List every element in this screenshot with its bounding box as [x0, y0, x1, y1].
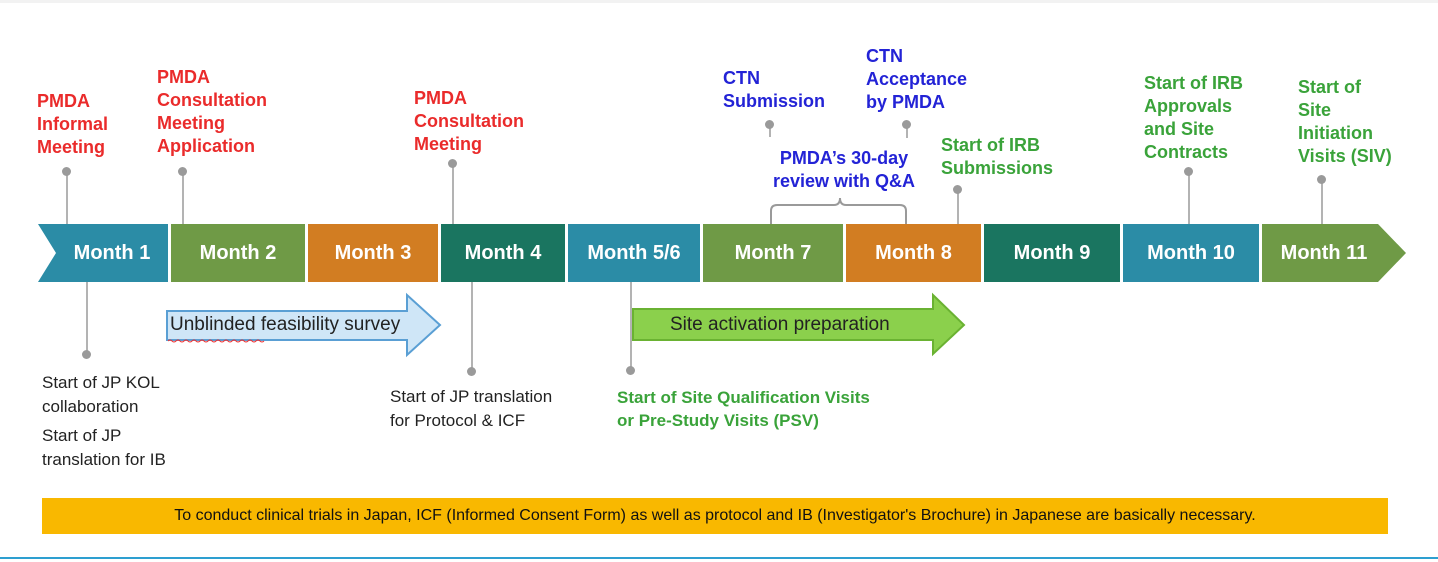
connector-dot	[178, 167, 187, 176]
month-11-block: Month 11	[1262, 224, 1386, 282]
connector-line	[471, 282, 473, 372]
connector-dot	[467, 367, 476, 376]
connector-dot	[902, 120, 911, 129]
review-bracket	[770, 197, 907, 224]
connector-dot	[765, 120, 774, 129]
month-2-label: Month 2	[199, 241, 277, 264]
milestone-jp-translation-protocol: Start of JP translation for Protocol & I…	[390, 387, 553, 430]
month-4-label: Month 4	[464, 241, 542, 264]
month-3-label: Month 3	[334, 241, 412, 264]
connector-line	[630, 282, 632, 370]
activation-arrow	[632, 292, 966, 357]
month-3-block: Month 3	[308, 224, 438, 282]
month-1-block: Month 1	[56, 224, 168, 282]
month-7-label: Month 7	[734, 241, 812, 264]
bottom-border	[0, 557, 1438, 559]
month-7-block: Month 7	[703, 224, 843, 282]
month-11-shape	[1262, 224, 1406, 282]
connector-line	[452, 164, 454, 224]
month-9-block: Month 9	[984, 224, 1120, 282]
month-5-6-label: Month 5/6	[587, 241, 681, 264]
milestone-jp-kol-collaboration: Start of JP KOL collaboration	[42, 373, 160, 416]
month-10-block: Month 10	[1123, 224, 1259, 282]
month-8-label: Month 8	[875, 241, 952, 264]
connector-dot	[448, 159, 457, 168]
month-1-label: Month 1	[73, 241, 151, 264]
month-9-label: Month 9	[1013, 241, 1091, 264]
connector-line	[182, 172, 184, 224]
review-period-label: PMDA’s 30-day review with Q&A	[773, 148, 916, 191]
milestone-pmda-consultation-application: PMDA Consultation Meeting Application	[157, 67, 267, 156]
connector-dot	[953, 185, 962, 194]
milestone-site-qualification: Start of Site Qualification Visits or Pr…	[617, 388, 870, 430]
connector-line	[1321, 180, 1323, 224]
milestone-pmda-informal-meeting: PMDA Informal Meeting	[37, 91, 109, 157]
connector-line	[769, 125, 771, 137]
feasibility-survey-label: Unblinded feasibility survey	[170, 314, 401, 335]
spellcheck-squiggle	[167, 339, 265, 343]
milestone-irb-approvals: Start of IRB Approvals and Site Contract…	[1144, 73, 1243, 162]
connector-dot	[62, 167, 71, 176]
month-4-block: Month 4	[441, 224, 565, 282]
month-10-label: Month 10	[1147, 241, 1235, 264]
month-11-label: Month 11	[1280, 241, 1368, 264]
milestone-jp-translation-ib: Start of JP translation for IB	[42, 426, 166, 469]
top-border	[0, 0, 1438, 3]
japanese-document-banner: To conduct clinical trials in Japan, ICF…	[42, 498, 1388, 534]
connector-dot	[1184, 167, 1193, 176]
connector-line	[86, 282, 88, 354]
connector-dot	[1317, 175, 1326, 184]
connector-line	[66, 172, 68, 224]
milestone-pmda-consultation-meeting: PMDA Consultation Meeting	[414, 88, 524, 154]
connector-dot	[82, 350, 91, 359]
milestone-irb-submissions: Start of IRB Submissions	[941, 135, 1054, 178]
connector-line	[957, 190, 959, 224]
site-activation-label: Site activation preparation	[670, 314, 890, 335]
milestone-ctn-submission: CTN Submission	[723, 68, 826, 111]
connector-line	[1188, 172, 1190, 224]
connector-line	[906, 126, 908, 138]
banner-text: To conduct clinical trials in Japan, ICF…	[174, 507, 1256, 524]
month-5-6-block: Month 5/6	[568, 224, 700, 282]
month-2-block: Month 2	[171, 224, 305, 282]
month-1-shape	[38, 224, 168, 282]
month-8-block: Month 8	[846, 224, 981, 282]
milestone-ctn-acceptance: CTN Acceptance by PMDA	[866, 46, 968, 112]
milestone-siv: Start of Site Initiation Visits (SIV)	[1298, 77, 1392, 166]
connector-dot	[626, 366, 635, 375]
